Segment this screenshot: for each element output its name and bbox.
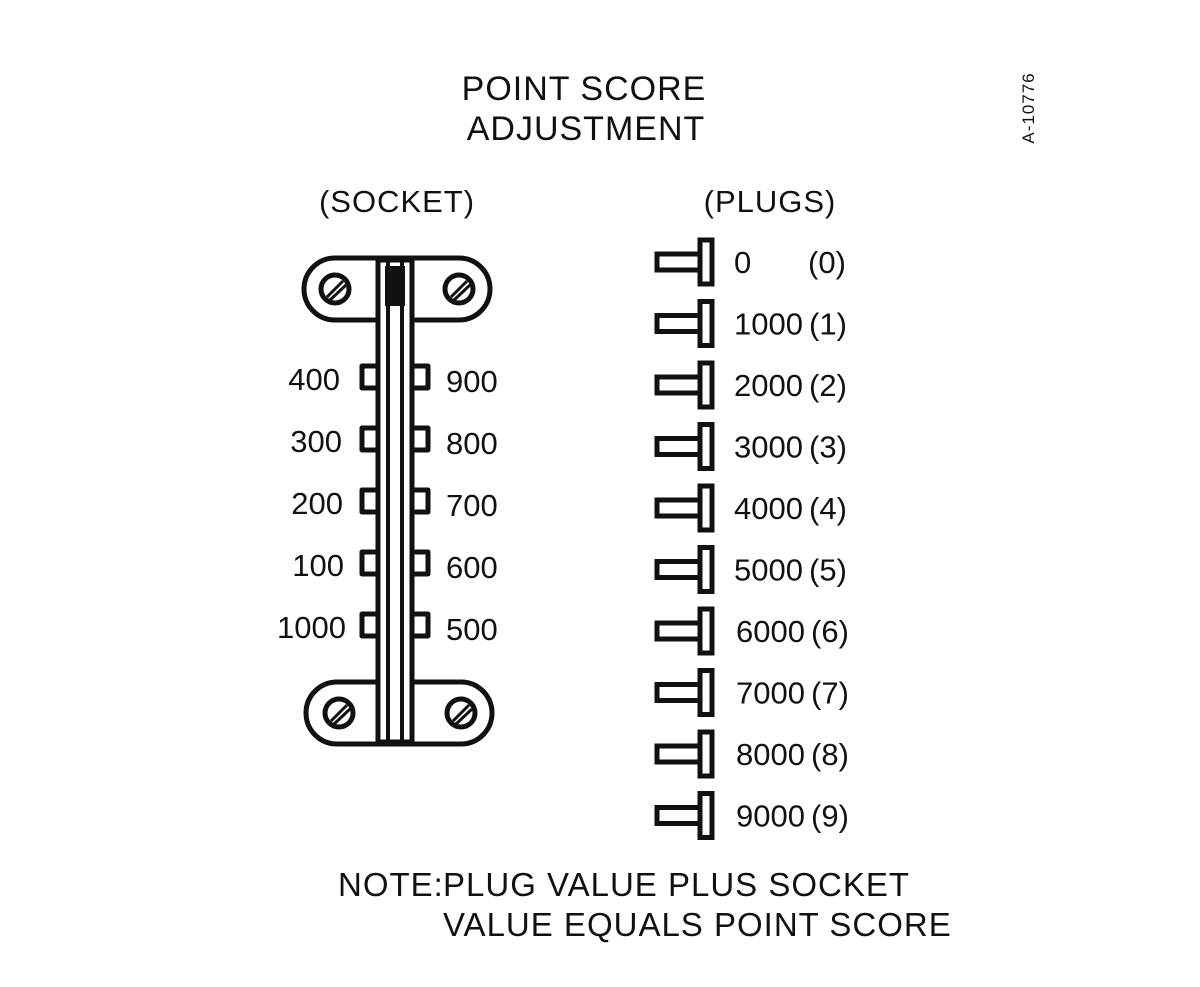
plug-row: 2000(2) bbox=[654, 360, 847, 410]
plug-row: 7000(7) bbox=[654, 668, 849, 717]
socket-value: 900 bbox=[446, 364, 498, 399]
plug-code: (6) bbox=[811, 614, 849, 649]
plug-row: 3000(3) bbox=[654, 422, 847, 471]
plug-value: 2000 bbox=[734, 368, 803, 403]
plug-row: 9000(9) bbox=[654, 791, 849, 840]
note-line-2: VALUE EQUALS POINT SCORE bbox=[443, 906, 952, 943]
plug-code: (2) bbox=[809, 368, 847, 403]
plug-code: (7) bbox=[811, 676, 849, 711]
plug-icon bbox=[654, 299, 715, 348]
plugs-header: (PLUGS) bbox=[704, 184, 837, 219]
plug-icon bbox=[654, 668, 715, 717]
note-line-1: PLUG VALUE PLUS SOCKET bbox=[443, 866, 910, 903]
plug-value: 9000 bbox=[736, 799, 805, 834]
screw-icon bbox=[442, 272, 476, 306]
socket-value: 200 bbox=[291, 486, 343, 521]
screw-icon bbox=[322, 696, 356, 730]
socket-left-values: 400 300 200 100 1000 bbox=[277, 362, 346, 645]
socket-drawing bbox=[301, 255, 495, 747]
note-label: NOTE: bbox=[338, 866, 444, 903]
plug-code: (9) bbox=[811, 799, 849, 834]
socket-contact-block bbox=[385, 266, 405, 306]
plug-icon bbox=[654, 545, 715, 594]
socket-header: (SOCKET) bbox=[319, 184, 475, 219]
socket-value: 1000 bbox=[277, 610, 346, 645]
plug-code: (4) bbox=[809, 491, 847, 526]
plug-row: 6000(6) bbox=[654, 606, 849, 656]
plug-row: 0 (0) bbox=[654, 237, 846, 287]
plug-value: 8000 bbox=[736, 737, 805, 772]
socket-value: 300 bbox=[290, 424, 342, 459]
socket-value: 500 bbox=[446, 612, 498, 647]
plug-value: 7000 bbox=[736, 676, 805, 711]
plug-icon bbox=[654, 483, 715, 533]
plug-icon bbox=[654, 791, 715, 840]
plug-value: 3000 bbox=[734, 430, 803, 465]
plug-row: 1000(1) bbox=[654, 299, 847, 348]
socket-value: 400 bbox=[288, 362, 340, 397]
plug-value: 0 bbox=[734, 245, 751, 280]
plug-icon bbox=[654, 422, 715, 471]
socket-contact-icon bbox=[359, 363, 380, 639]
plug-code: (3) bbox=[809, 430, 847, 465]
plug-value: 4000 bbox=[734, 491, 803, 526]
socket-contact-icon bbox=[410, 363, 431, 639]
plug-code: (5) bbox=[809, 553, 847, 588]
socket-value: 800 bbox=[446, 426, 498, 461]
screw-icon bbox=[318, 272, 352, 306]
plug-code: (1) bbox=[809, 307, 847, 342]
plug-value: 1000 bbox=[734, 307, 803, 342]
title-line-2: ADJUSTMENT bbox=[467, 110, 706, 148]
plug-icon bbox=[654, 237, 715, 287]
plug-code: (0) bbox=[808, 245, 846, 280]
plug-icon bbox=[654, 606, 715, 656]
plug-icon bbox=[654, 360, 715, 410]
socket-value: 600 bbox=[446, 550, 498, 585]
reference-code: A-10776 bbox=[1019, 72, 1038, 143]
plug-value: 5000 bbox=[734, 553, 803, 588]
plug-row: 8000(8) bbox=[654, 729, 849, 779]
plug-row: 5000(5) bbox=[654, 545, 847, 594]
socket-value: 100 bbox=[292, 548, 344, 583]
title-line-1: POINT SCORE bbox=[462, 70, 707, 108]
socket-value: 700 bbox=[446, 488, 498, 523]
screw-icon bbox=[444, 696, 478, 730]
plug-icon bbox=[654, 729, 715, 779]
plug-value: 6000 bbox=[736, 614, 805, 649]
plugs-list: 0(0)1000(1)2000(2)3000(3)4000(4)5000(5)6… bbox=[654, 237, 849, 840]
socket-strip bbox=[375, 257, 415, 745]
socket-right-values: 900 800 700 600 500 bbox=[446, 364, 498, 647]
plug-row: 4000(4) bbox=[654, 483, 847, 533]
plug-code: (8) bbox=[811, 737, 849, 772]
